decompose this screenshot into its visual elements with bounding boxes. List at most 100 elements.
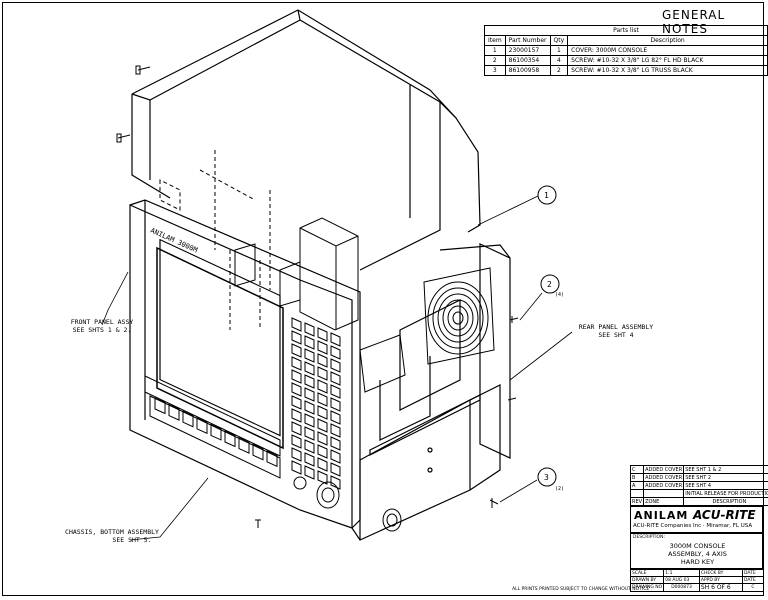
table-row: 3 86100958 2 SCREW: #10-32 X 3/8" LG TRU… bbox=[484, 65, 768, 76]
keypad-key bbox=[304, 348, 315, 363]
screw-rear bbox=[255, 316, 519, 528]
footer-note: ALL PRINTS PRINTED SUBJECT TO CHANGE WIT… bbox=[512, 587, 650, 592]
keypad-key bbox=[291, 434, 302, 449]
parts-cell: 1 bbox=[484, 45, 506, 56]
softkey bbox=[182, 410, 194, 428]
description-block: DESCRIPTION: 3000M CONSOLE ASSEMBLY, 4 A… bbox=[630, 533, 763, 569]
sheet-number: SH 6 OF 6 bbox=[698, 583, 744, 592]
display-screen bbox=[159, 238, 281, 437]
table-row: A ADDED COVER SEE SHT 4 NE bbox=[629, 481, 768, 490]
anilam-logo: ANILAM bbox=[634, 509, 689, 522]
leader-lines bbox=[101, 195, 573, 541]
rev-cell: SEE SHT 2 bbox=[683, 473, 768, 482]
parts-cell: 3 bbox=[484, 65, 506, 76]
keypad-key bbox=[317, 327, 328, 342]
parts-list-table: Parts list Item Part Number Qty Descript… bbox=[484, 25, 768, 76]
rear-panel-label-line2: SEE SHT 4 bbox=[598, 331, 634, 339]
keypad-key bbox=[330, 397, 341, 412]
keypad-key bbox=[304, 374, 315, 389]
date-label: DATE bbox=[742, 576, 764, 584]
parts-cell: 2 bbox=[549, 65, 569, 76]
table-row: 1 23000157 1 COVER: 3000M CONSOLE bbox=[484, 45, 768, 56]
keypad-key bbox=[317, 418, 328, 433]
cover-part bbox=[131, 9, 481, 271]
fan-grille-ring bbox=[432, 287, 484, 349]
parts-header-item: Item bbox=[484, 35, 506, 46]
keypad-key bbox=[317, 470, 328, 485]
keypad-key bbox=[304, 335, 315, 350]
internal-module bbox=[234, 217, 406, 393]
softkey bbox=[210, 423, 222, 441]
keypad-key bbox=[330, 462, 341, 477]
keypad-key bbox=[291, 460, 302, 475]
parts-cell: 1 bbox=[549, 45, 569, 56]
title-block: C ADDED COVER SEE SHT 1 & 2 NE B ADDED C… bbox=[629, 465, 768, 596]
drawn-date: 08 AUG 03 bbox=[663, 576, 700, 584]
keypad-key bbox=[330, 358, 341, 373]
fan-frame bbox=[423, 267, 495, 365]
keypad-key bbox=[317, 366, 328, 381]
callout-3-number: 3 bbox=[544, 473, 549, 482]
callout-2-qty: (4) bbox=[555, 292, 564, 298]
keypad-key bbox=[291, 317, 302, 332]
keypad-key bbox=[330, 332, 341, 347]
parts-header-qty: Qty bbox=[549, 35, 569, 46]
fan-grille-ring bbox=[452, 311, 464, 325]
callout-1-number: 1 bbox=[544, 191, 549, 200]
rev-header: ZONE bbox=[643, 497, 685, 506]
parts-cell: SCREW: #10-32 X 3/8" LG 82° FL HD BLACK bbox=[567, 55, 768, 66]
jog-knob bbox=[293, 476, 340, 509]
drawing-info-table: SCALE 1:1 CHECK BY DATE DRAWN BY 08 AUG … bbox=[629, 569, 764, 592]
keypad-key bbox=[291, 408, 302, 423]
parts-cell: 86100354 bbox=[504, 55, 551, 66]
keypad-key bbox=[304, 322, 315, 337]
screw-top bbox=[116, 65, 151, 143]
keypad-key bbox=[291, 421, 302, 436]
table-row: B ADDED COVER SEE SHT 2 NE bbox=[629, 473, 768, 482]
keypad-key bbox=[317, 340, 328, 355]
date-label: DATE bbox=[742, 569, 764, 577]
fan-grille-ring bbox=[442, 299, 474, 337]
chassis-label-line1: CHASSIS, BOTTOM ASSEMBLY bbox=[65, 528, 159, 536]
front-panel-label: FRONT PANEL ASSY SEE SHTS 1 & 2. bbox=[62, 318, 142, 334]
table-row: DRAWING NO D000873 SH 6 OF 6 C bbox=[629, 583, 764, 592]
keypad-key bbox=[317, 431, 328, 446]
keypad-key bbox=[330, 384, 341, 399]
keypad-key bbox=[317, 379, 328, 394]
company-name: ACU-RITE Companies Inc · Miramar, FL USA bbox=[633, 523, 753, 529]
rear-panel-part bbox=[399, 243, 511, 459]
keypad-key bbox=[330, 436, 341, 451]
acurite-logo: ACU-RITE bbox=[693, 508, 756, 522]
softkey bbox=[238, 436, 250, 454]
rev-header: DESCRIPTION bbox=[683, 497, 768, 506]
rear-panel-label: REAR PANEL ASSEMBLY SEE SHT 4 bbox=[568, 323, 664, 339]
checked-label: CHECK BY bbox=[698, 569, 744, 577]
rev-cell: INITIAL RELEASE FOR PRODUCTION bbox=[683, 489, 768, 498]
keypad-key bbox=[304, 465, 315, 480]
rev-cell: ADDED COVER bbox=[643, 481, 685, 490]
softkey bbox=[266, 450, 278, 468]
callout-3-qty: (2) bbox=[555, 486, 564, 492]
parts-cell: COVER: 3000M CONSOLE bbox=[567, 45, 768, 56]
revision-letter: C bbox=[742, 583, 764, 592]
parts-list-caption: Parts list bbox=[484, 25, 768, 36]
keypad-key bbox=[330, 423, 341, 438]
keypad-key bbox=[291, 395, 302, 410]
keypad-key bbox=[304, 426, 315, 441]
keypad-key bbox=[304, 439, 315, 454]
revision-table: C ADDED COVER SEE SHT 1 & 2 NE B ADDED C… bbox=[629, 465, 768, 506]
fan-grille-ring bbox=[437, 293, 479, 343]
drawing-number: D000873 bbox=[663, 583, 700, 592]
table-row: INITIAL RELEASE FOR PRODUCTION NE bbox=[629, 489, 768, 498]
table-row: REV ZONE DESCRIPTION BY bbox=[629, 497, 768, 506]
drawing-no-label: DRAWING NO bbox=[629, 583, 665, 592]
keypad-key bbox=[330, 345, 341, 360]
rev-header: REV bbox=[629, 497, 645, 506]
keypad-key bbox=[330, 371, 341, 386]
softkey bbox=[252, 443, 264, 461]
keypad-key bbox=[291, 330, 302, 345]
keypad-key bbox=[304, 361, 315, 376]
parts-header-desc: Description bbox=[567, 35, 768, 46]
front-panel-label-line1: FRONT PANEL ASSY bbox=[70, 318, 134, 326]
softkey bbox=[196, 417, 208, 435]
